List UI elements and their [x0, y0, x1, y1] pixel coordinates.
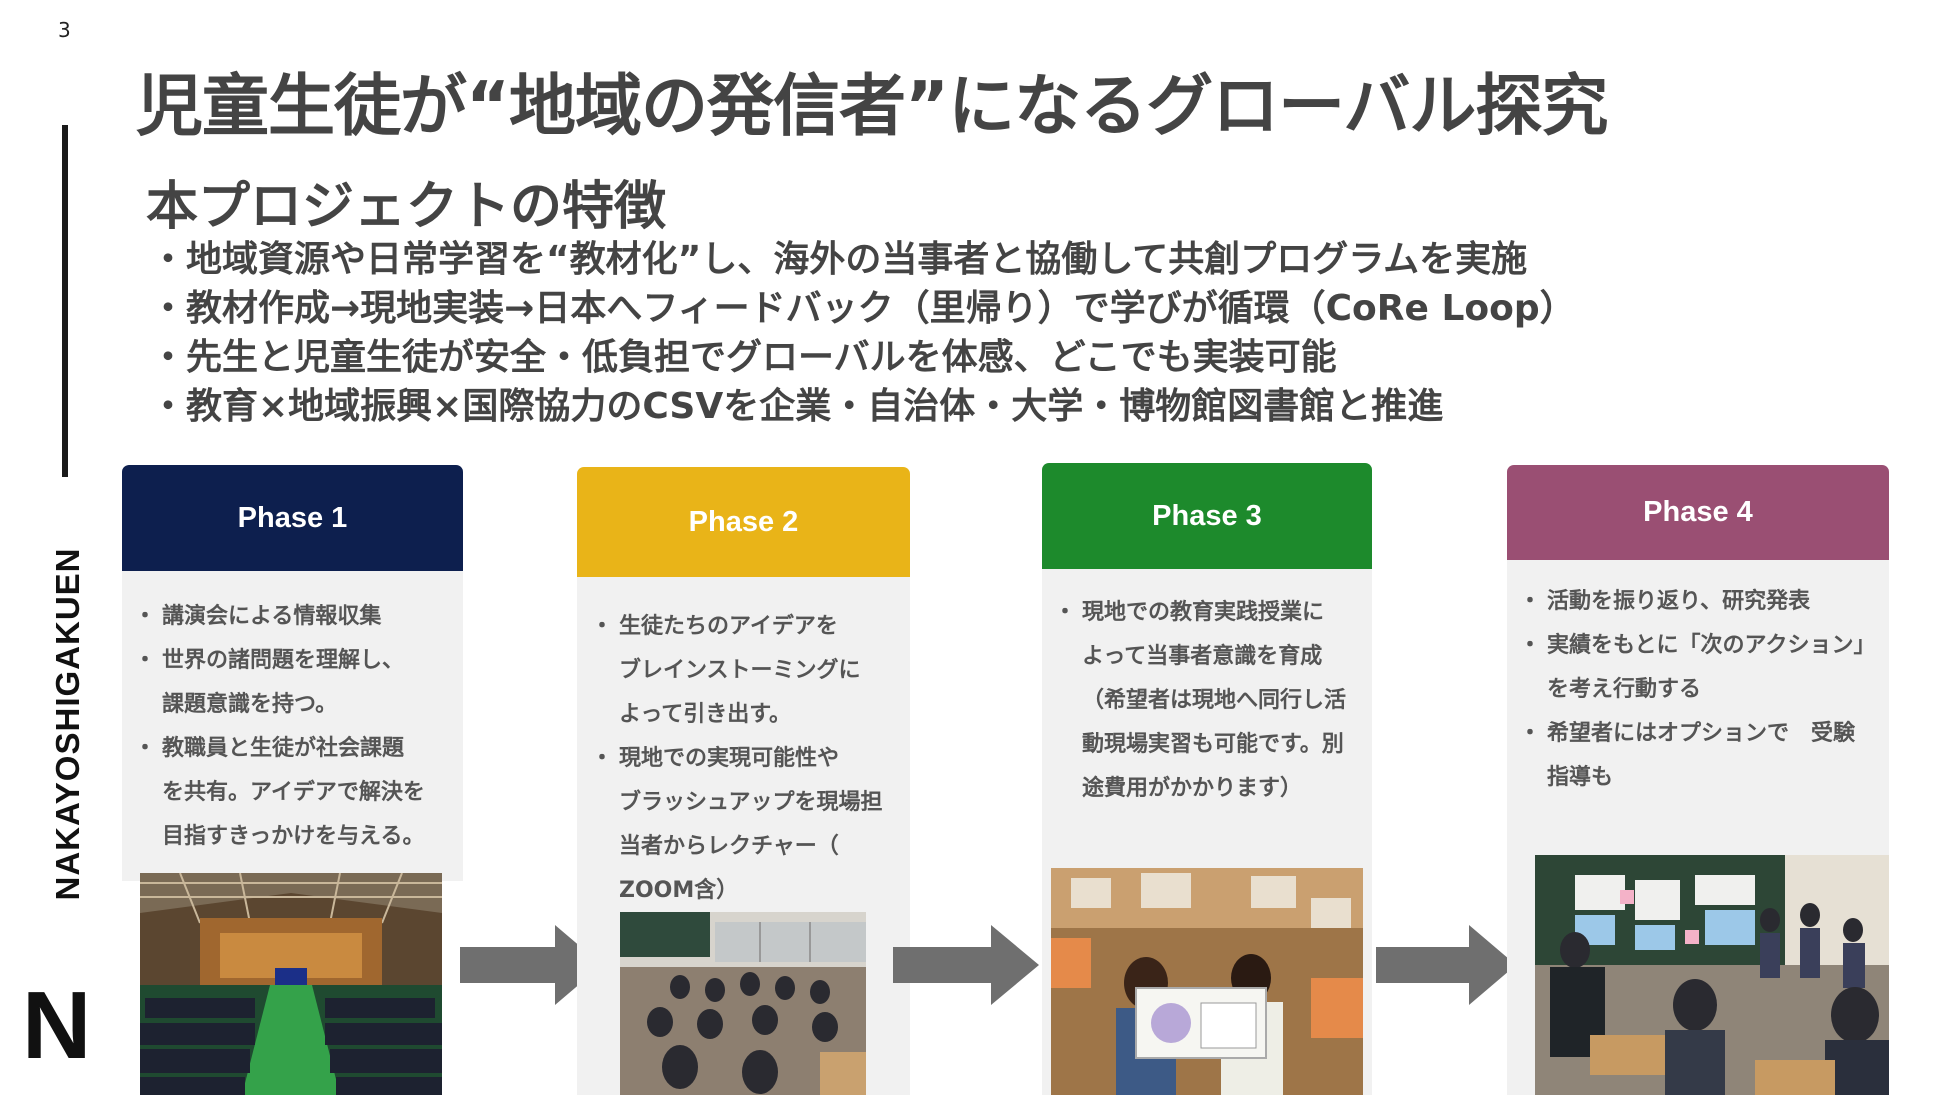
right-arrow-icon — [893, 925, 1039, 1005]
phase-2-text-line: ブレインストーミングに — [619, 658, 861, 683]
phase-4-text-line: 指導も — [1547, 765, 1614, 790]
feature-item: 先生と児童生徒が安全・低負担でグローバルを体感、どこでも実装可能 — [150, 333, 1576, 382]
phase-1-list: 講演会による情報収集世界の諸問題を理解し、課題意識を持つ。教職員と生徒が社会課題… — [162, 595, 463, 859]
phase-1-text-line: 教職員と生徒が社会課題 — [162, 727, 463, 771]
phase-2-header: Phase 2 — [577, 467, 910, 577]
phase-1-card: Phase 1 講演会による情報収集世界の諸問題を理解し、課題意識を持つ。教職員… — [122, 465, 463, 1095]
phase-3-text-line: （希望者は現地へ同行し活 — [1082, 688, 1347, 713]
phase-2-text-line: ZOOM含） — [619, 878, 739, 903]
phase-3-text-line: よって当事者意識を育成 — [1082, 644, 1323, 669]
phase-1-text-line: 課題意識を持つ。 — [162, 692, 338, 717]
phase-3-label: Phase 3 — [1152, 499, 1262, 532]
phase-2-text-line: よって引き出す。 — [619, 702, 792, 727]
school-assembly-hall-photo — [140, 873, 442, 1095]
right-arrow-icon — [1376, 925, 1516, 1005]
phase-3-text-line: 動現場実習も可能です。別 — [1082, 732, 1344, 757]
phase-2-text-line: ブラッシュアップを現場担 — [619, 790, 883, 815]
feature-item: 教材作成→現地実装→日本へフィードバック（里帰り）で学びが循環（CoRe Loo… — [150, 284, 1576, 333]
section-subtitle: 本プロジェクトの特徴 — [146, 177, 667, 237]
classroom-lecture-photo — [620, 912, 866, 1095]
brand-name: NAKAYOSHIGAKUEN — [49, 547, 86, 901]
student-presentation-photo — [1535, 855, 1889, 1095]
phase-1-label: Phase 1 — [237, 501, 348, 534]
phase-2-card: Phase 2 生徒たちのアイデアをブレインストーミングによって引き出す。現地で… — [577, 467, 910, 1095]
phase-2-label: Phase 2 — [688, 505, 799, 538]
phase-4-header: Phase 4 — [1507, 465, 1889, 560]
phase-1-text-line: を共有。アイデアで解決を — [162, 780, 425, 805]
phase-1-body: 講演会による情報収集世界の諸問題を理解し、課題意識を持つ。教職員と生徒が社会課題… — [122, 571, 463, 881]
phase-4-text-line: 活動を振り返り、研究発表 — [1547, 580, 1889, 624]
feature-item: 地域資源や日常学習を“教材化”し、海外の当事者と協働して共創プログラムを実施 — [150, 235, 1576, 284]
phase-4-card: Phase 4 活動を振り返り、研究発表実績をもとに「次のアクション」を考え行動… — [1507, 465, 1889, 1095]
phase-4-text-line: 希望者にはオプションで 受験 — [1547, 712, 1889, 756]
phase-4-label: Phase 4 — [1643, 496, 1753, 528]
phase-1-text-line: 講演会による情報収集 — [162, 595, 463, 639]
vertical-brand: NAKAYOSHIGAKUEN — [28, 547, 108, 901]
phase-1-header: Phase 1 — [122, 465, 463, 571]
phase-2-list: 生徒たちのアイデアをブレインストーミングによって引き出す。現地での実現可能性やブ… — [619, 605, 910, 913]
phase-3-text-line: 現地での教育実践授業に — [1082, 591, 1372, 635]
right-arrow-icon — [460, 925, 602, 1005]
feature-list: 地域資源や日常学習を“教材化”し、海外の当事者と協働して共創プログラムを実施 教… — [150, 235, 1576, 431]
phase-2-text-line: 現地での実現可能性や — [619, 737, 910, 781]
phase-2-text-line: 当者からレクチャー（ — [619, 834, 839, 859]
phase-3-text-line: 途費用がかかります） — [1082, 776, 1303, 801]
page-number: 3 — [58, 18, 71, 42]
phase-4-text-line: を考え行動する — [1547, 677, 1702, 702]
phase-3-header: Phase 3 — [1042, 463, 1372, 569]
phase-4-text-line: 実績をもとに「次のアクション」 — [1547, 624, 1889, 668]
logo: N — [22, 972, 92, 1079]
page-title: 児童生徒が“地域の発信者”になるグローバル探究 — [136, 67, 1608, 145]
vertical-divider — [62, 125, 68, 477]
phase-1-text-line: 目指すきっかけを与える。 — [162, 824, 425, 849]
phase-2-text-line: 生徒たちのアイデアを — [619, 605, 910, 649]
overseas-classroom-photo — [1051, 868, 1363, 1095]
feature-item: 教育×地域振興×国際協力のCSVを企業・自治体・大学・博物館図書館と推進 — [150, 382, 1576, 431]
phase-1-text-line: 世界の諸問題を理解し、 — [162, 639, 463, 683]
phase-4-list: 活動を振り返り、研究発表実績をもとに「次のアクション」を考え行動する希望者にはオ… — [1547, 580, 1889, 800]
